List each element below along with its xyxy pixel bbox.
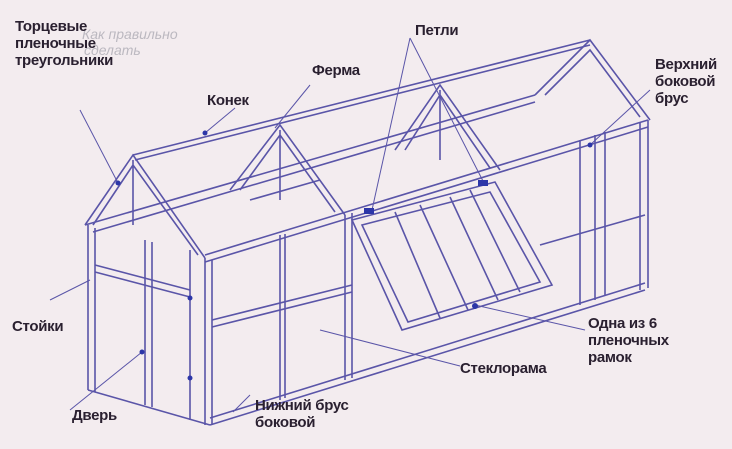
front-posts — [87, 225, 213, 425]
side-middle-rail — [211, 214, 646, 328]
front-gable — [84, 153, 206, 259]
upper-side-beam — [204, 119, 649, 263]
label-ridge: Конек — [207, 92, 249, 109]
label-film-frame: Одна из 6 пленочных рамок — [588, 315, 669, 366]
hinge-markers — [115, 130, 593, 381]
truss-1 — [229, 123, 346, 216]
side-posts — [279, 120, 649, 400]
label-posts: Стойки — [12, 318, 64, 335]
ridge-beam — [132, 39, 591, 161]
label-hinges: Петли — [415, 22, 459, 39]
left-eave — [84, 94, 536, 233]
label-upper-side-beam: Верхний боковой брус — [655, 56, 717, 107]
label-door: Дверь — [72, 407, 117, 424]
film-frame-panel — [350, 181, 554, 331]
door-frame — [94, 264, 191, 298]
label-glazing: Стеклорама — [460, 360, 547, 377]
back-gable — [534, 38, 651, 121]
label-lower-side-beam: Нижний брус боковой — [255, 397, 349, 431]
truss-2 — [394, 83, 501, 171]
label-truss: Ферма — [312, 62, 360, 79]
label-end-triangles: Торцевые пленочные треугольники — [15, 18, 113, 69]
watermark: Как правильно сделать — [82, 26, 178, 58]
